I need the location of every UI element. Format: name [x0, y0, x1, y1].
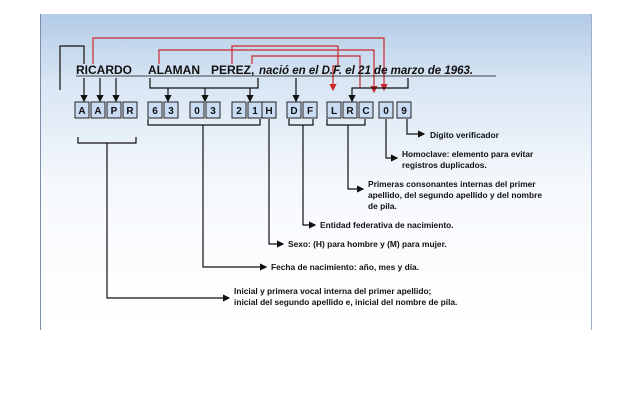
code-box-frame [231, 101, 247, 119]
code-char: R [346, 106, 354, 117]
bracket-initials [77, 137, 137, 144]
code-char: 3 [168, 106, 174, 117]
code-box: 3 [205, 101, 221, 119]
code-char: A [94, 106, 101, 117]
red-line-surname1-L [158, 49, 378, 94]
line-state [302, 125, 317, 229]
code-char: 3 [210, 106, 216, 117]
bracket-consonants [326, 119, 366, 126]
code-box-frame [378, 101, 394, 119]
diagram-panel [40, 14, 592, 330]
desc-homoclave-2: registros duplicados. [402, 160, 487, 170]
code-box: C [358, 101, 374, 119]
code-box-frame [396, 101, 412, 119]
panel-left-border [40, 14, 41, 330]
connector-initial-left [59, 45, 85, 90]
code-char: H [265, 106, 272, 117]
desc-sex: Sexo: (H) para hombre y (M) para mujer. [288, 239, 447, 249]
desc-initials-1: Inicial y primera vocal interna del prim… [234, 286, 431, 296]
line-sex [268, 119, 285, 248]
black-top-connectors [59, 45, 409, 103]
bracket-date [147, 119, 261, 126]
line-consonants [347, 125, 365, 193]
code-box-frame [74, 101, 90, 119]
surname-1: ALAMAN [148, 63, 200, 77]
code-char: 6 [152, 106, 158, 117]
code-char: 2 [236, 106, 242, 117]
first-name: RICARDO [76, 63, 132, 77]
code-box-frame [122, 101, 138, 119]
code-char: 1 [252, 106, 258, 117]
code-char: 0 [194, 106, 200, 117]
panel-right-border [591, 14, 592, 330]
code-char: P [111, 106, 118, 117]
code-box: R [122, 101, 138, 119]
code-box-frame [342, 101, 358, 119]
code-box: P [106, 101, 122, 119]
code-box: L [326, 101, 342, 119]
code-box: 0 [378, 101, 394, 119]
line-digit [406, 119, 426, 138]
code-box: 2 [231, 101, 247, 119]
code-box-frame [189, 101, 205, 119]
code-box: A [90, 101, 106, 119]
code-box: H [261, 101, 277, 119]
connector-date-bracket [149, 78, 259, 89]
arrow-year-to-code [348, 78, 409, 103]
code-char: A [78, 106, 85, 117]
red-line-firstname-C [92, 37, 388, 92]
code-box: R [342, 101, 358, 119]
code-box: 6 [147, 101, 163, 119]
code-char: 0 [383, 106, 389, 117]
code-box-frame [90, 101, 106, 119]
code-box-frame [358, 101, 374, 119]
code-box-frame [106, 101, 122, 119]
code-box: A [74, 101, 90, 119]
desc-initials-2: inicial del segundo apellido e, inicial … [234, 297, 457, 307]
code-box: 9 [396, 101, 412, 119]
code-box-frame [302, 101, 318, 119]
line-homoclave [385, 119, 399, 162]
surname-2: PEREZ, [211, 63, 254, 77]
code-box: 0 [189, 101, 205, 119]
line-date [202, 125, 268, 271]
red-line-surname2-inner [251, 55, 361, 88]
desc-birthdate: Fecha de nacimiento: año, mes y día. [271, 262, 419, 272]
code-box-frame [326, 101, 342, 119]
red-connectors [92, 37, 388, 94]
code-box-frame [286, 101, 302, 119]
description-connectors [77, 119, 426, 302]
desc-digit: Dígito verificador [430, 130, 500, 140]
code-char: R [126, 106, 134, 117]
code-box-frame [147, 101, 163, 119]
code-box-frame [261, 101, 277, 119]
descriptions: Dígito verificador Homoclave: elemento p… [234, 130, 542, 307]
desc-consonants-2: apellido, del segundo apellido y del nom… [368, 190, 542, 200]
code-box: F [302, 101, 318, 119]
birth-phrase: nació en el D.F. el 21 de marzo de 1963. [259, 65, 473, 77]
desc-consonants-1: Primeras consonantes internas del primer [368, 179, 536, 189]
code-char: 9 [401, 106, 407, 117]
code-char: C [362, 106, 369, 117]
code-char: F [307, 106, 313, 117]
name-line: RICARDO ALAMAN PEREZ, nació en el D.F. e… [76, 63, 496, 77]
desc-state: Entidad federativa de nacimiento. [320, 220, 454, 230]
line-initials [106, 143, 231, 302]
desc-consonants-3: de pila. [368, 201, 397, 211]
desc-homoclave-1: Homoclave: elemento para evitar [402, 149, 534, 159]
bracket-state [288, 119, 314, 126]
code-char: L [331, 106, 337, 117]
code-box: 3 [163, 101, 179, 119]
code-char: D [290, 106, 297, 117]
code-box-frame [163, 101, 179, 119]
code-box: 1 [247, 101, 263, 119]
code-box: D [286, 101, 302, 119]
code-box-frame [205, 101, 221, 119]
